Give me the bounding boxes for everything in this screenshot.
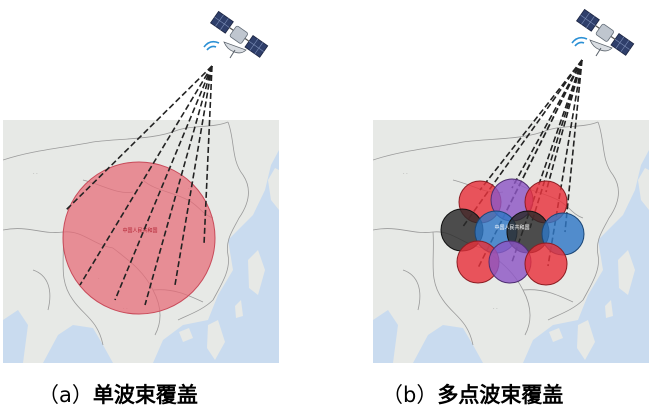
satellite-icon: [575, 8, 635, 57]
caption-a-label: （a）: [38, 383, 93, 407]
caption-a: （a）单波束覆盖: [38, 378, 198, 412]
beam-red-bottom-right: [524, 242, 568, 286]
beam-lines-a: [65, 65, 213, 306]
multi-beam-coverage: [440, 178, 585, 286]
signal-icon: [571, 36, 588, 47]
panel-b: 中国人民共和国: [373, 8, 649, 363]
panel-a: 中国人民共和国: [3, 10, 279, 363]
satellite-icon: [209, 10, 269, 59]
map-center-label-b: 中国人民共和国: [494, 224, 529, 231]
caption-b: （b）多点波束覆盖: [382, 378, 563, 412]
caption-a-text: 单波束覆盖: [92, 383, 198, 407]
signal-icon: [203, 40, 220, 51]
caption-b-label: （b）: [382, 383, 438, 407]
map-center-label-a: 中国人民共和国: [122, 227, 157, 234]
caption-b-text: 多点波束覆盖: [437, 383, 564, 407]
